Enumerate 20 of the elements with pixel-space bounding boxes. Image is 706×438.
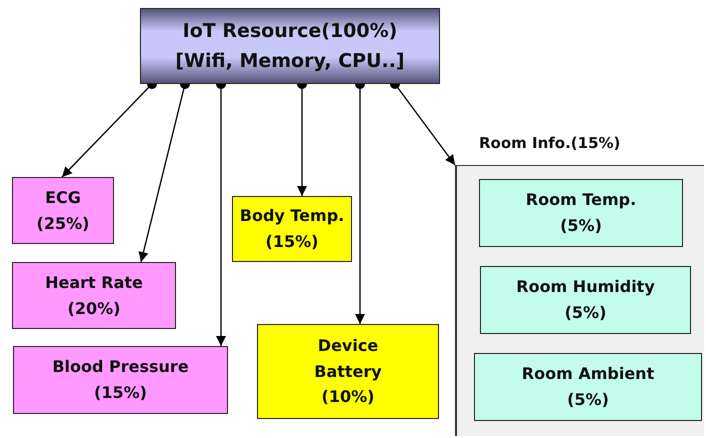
process-box <box>257 324 439 419</box>
process-box <box>479 179 683 247</box>
process-box <box>474 353 702 421</box>
node-label: IoT Resource(100%) <box>182 18 398 44</box>
group-heading: Room Info.(15%) <box>479 133 620 154</box>
root-box <box>140 8 440 84</box>
process-box <box>480 266 691 334</box>
process-box <box>12 177 114 244</box>
process-box <box>13 346 228 414</box>
node-label: [Wifi, Memory, CPU..] <box>175 49 405 74</box>
node-label: Room Temp. (5%) <box>524 189 638 237</box>
node-label: ECG (25%) <box>36 186 90 234</box>
node-label: Heart Rate (20%) <box>44 272 144 320</box>
process-box <box>232 196 352 262</box>
node-label: Room Ambient (5%) <box>520 363 656 411</box>
node-label: Blood Pressure (15%) <box>51 356 190 404</box>
node-label: Device Battery (10%) <box>313 335 383 408</box>
node-label: Room Humidity (5%) <box>516 276 656 324</box>
process-box <box>12 262 176 329</box>
node-label: Body Temp. (15%) <box>238 205 346 253</box>
